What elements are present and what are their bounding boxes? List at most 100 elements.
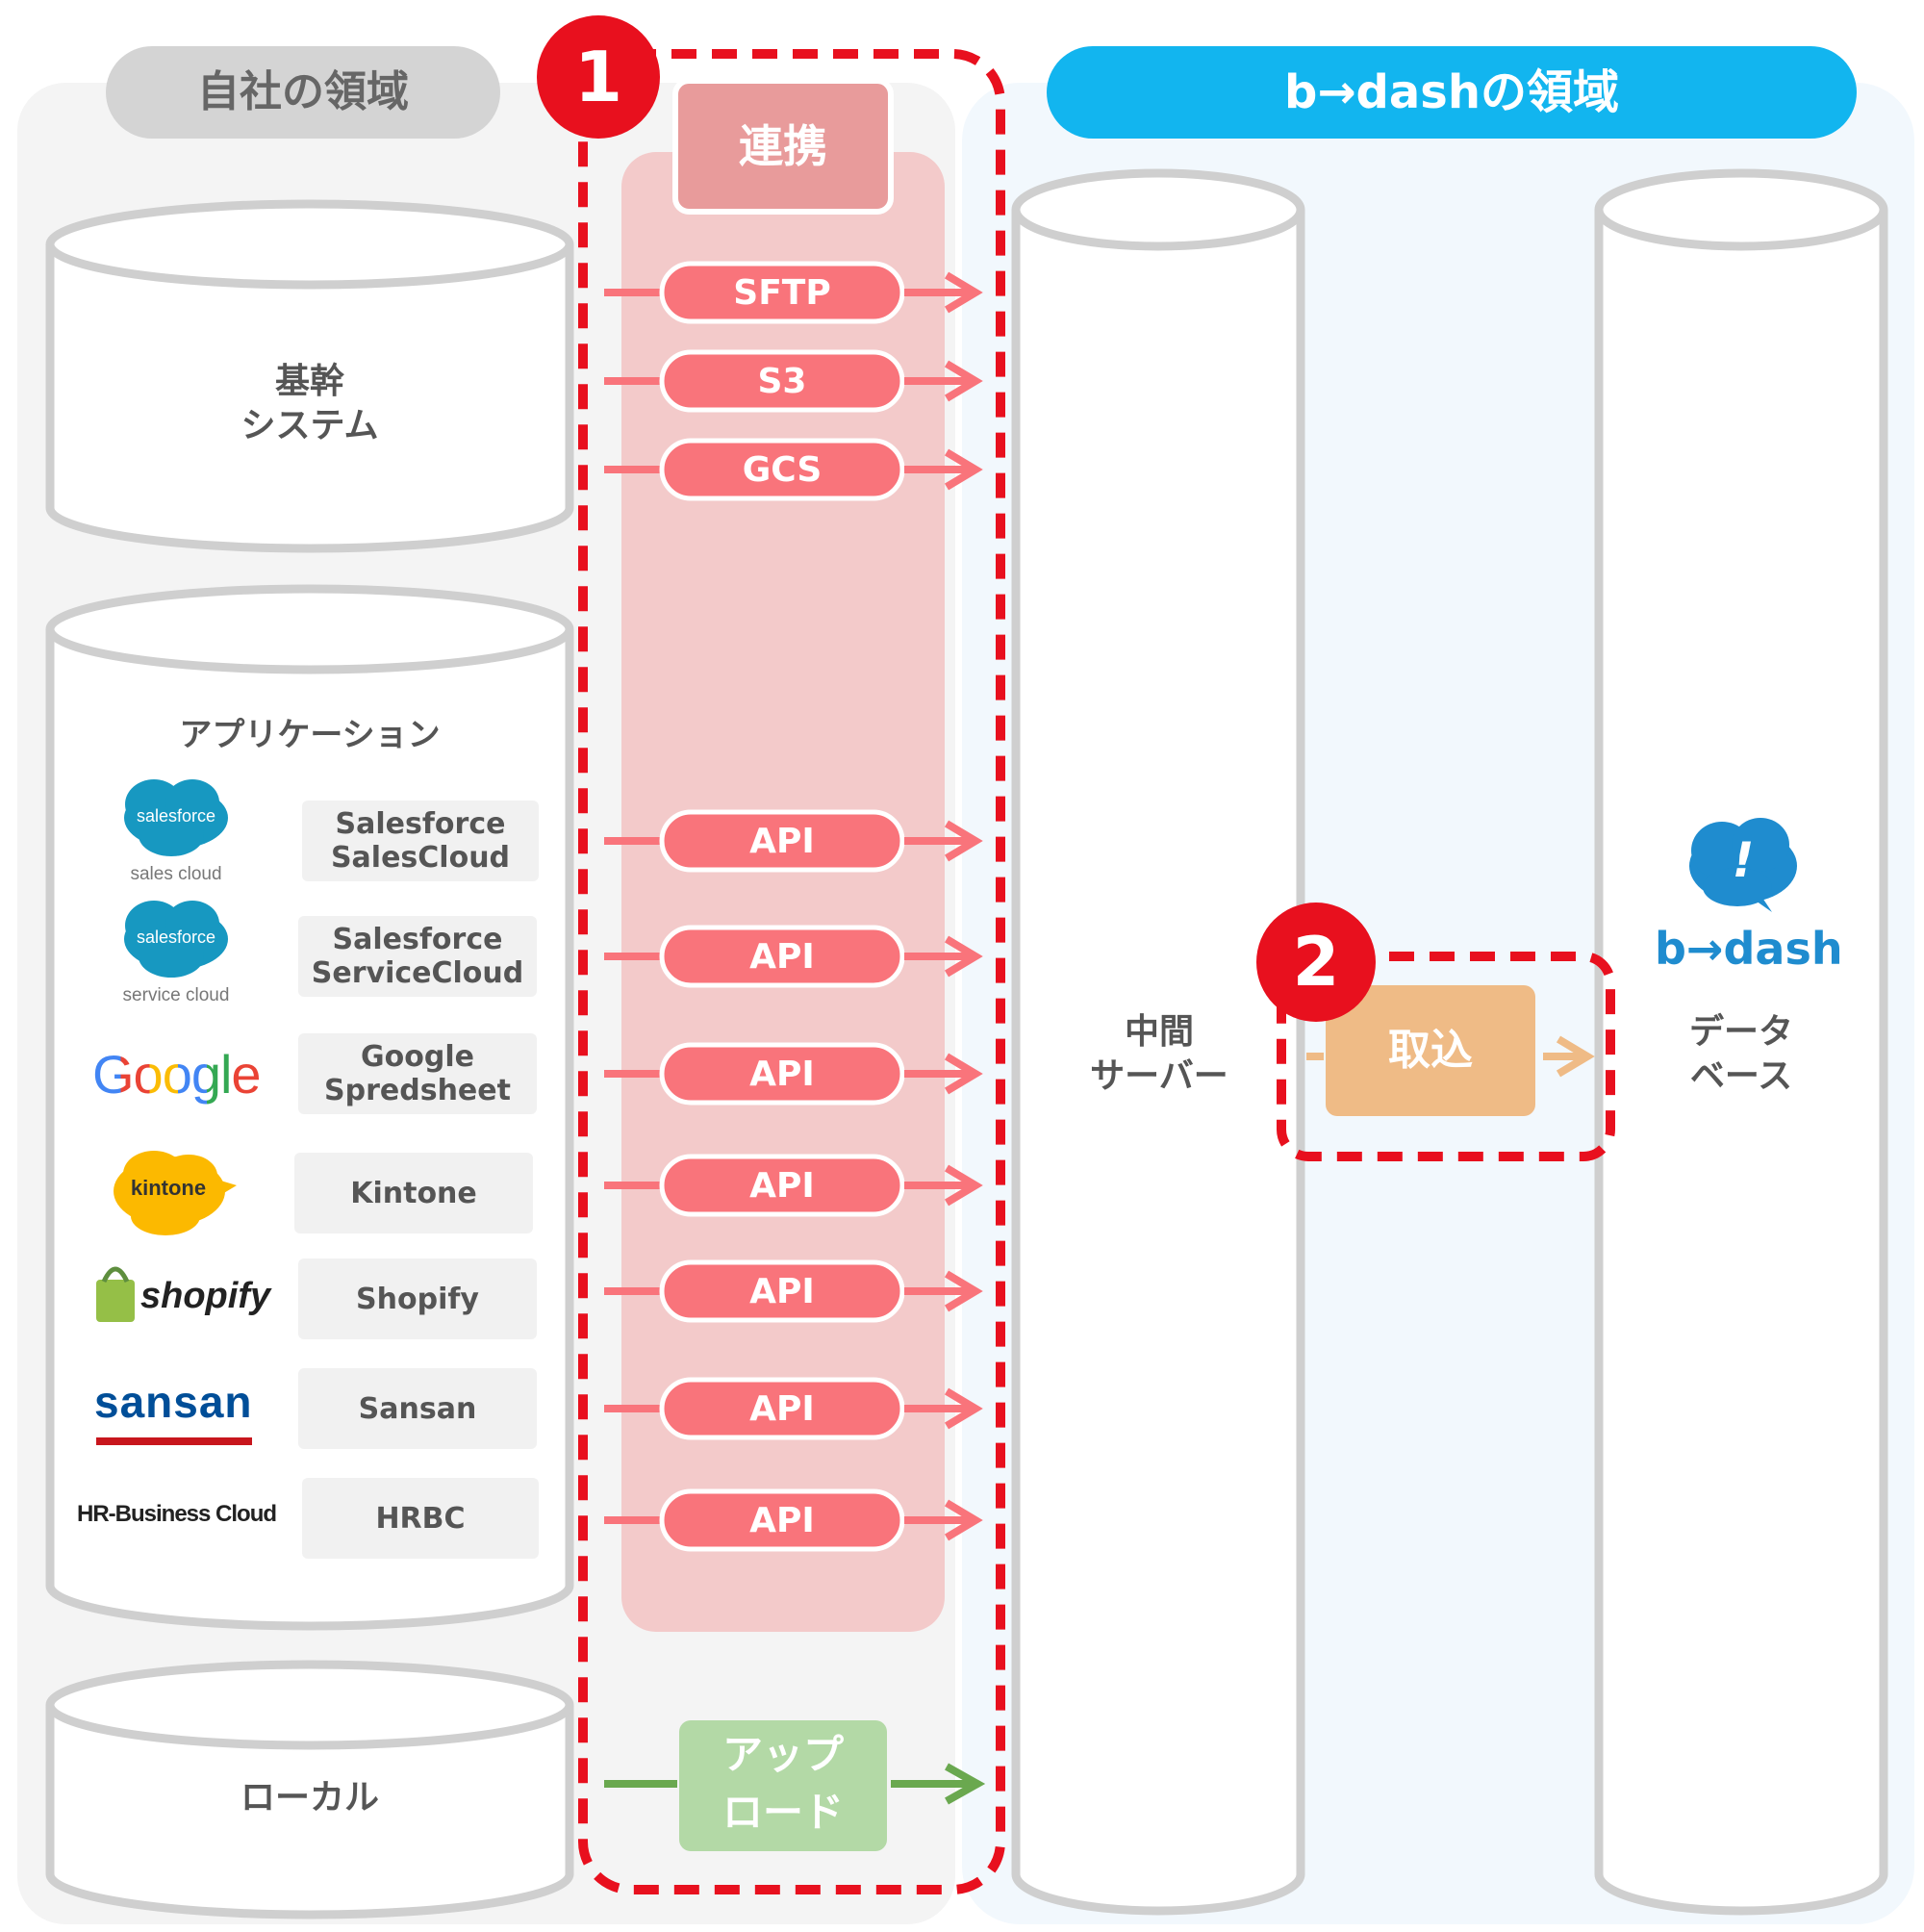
app-name-line: Sansan	[358, 1391, 477, 1426]
connector-pill-api-7	[659, 1259, 905, 1323]
local-label: ローカル	[240, 1778, 379, 1818]
connector-label-api: API	[749, 1054, 815, 1094]
own-region-pill	[106, 46, 500, 139]
google-logo-text: Google	[92, 1044, 262, 1105]
connector-pill-api-9	[659, 1488, 905, 1552]
app-shopify: Shopify	[298, 1258, 537, 1339]
connector-label-api: API	[749, 1271, 815, 1311]
database-cylinder	[1594, 168, 1888, 1916]
torikomi-label: 取込	[1388, 1026, 1473, 1075]
app-name-line: ServiceCloud	[311, 956, 524, 990]
dashed-frame-2	[1277, 952, 1615, 1161]
connector-pill-api-3	[659, 809, 905, 873]
app-name-line: Salesforce	[332, 923, 503, 956]
kikan-cylinder	[45, 199, 574, 553]
app-hrbc: HRBC	[302, 1478, 539, 1559]
middle-server-line-2: サーバー	[1090, 1056, 1228, 1096]
connector-arrowhead-gcs-2	[944, 448, 983, 491]
badge-1-circle	[537, 15, 660, 139]
shopify-bag-icon	[96, 1266, 135, 1322]
apps-title: アプリケーション	[179, 716, 441, 754]
upload-label: アップ ロード	[679, 1726, 887, 1842]
upload-box	[679, 1720, 887, 1851]
app-name-line: Shopify	[356, 1282, 479, 1316]
app-kintone: Kintone	[294, 1153, 533, 1233]
connector-arrowhead-api-3	[944, 820, 983, 862]
salesforce-service-logo-sub: service cloud	[122, 985, 230, 1005]
app-name-line: Google	[361, 1040, 474, 1074]
connector-arrowhead-api-7	[944, 1270, 983, 1312]
connector-label-gcs: GCS	[742, 449, 823, 490]
connector-pill-api-8	[659, 1377, 905, 1440]
database-line-1: データ	[1688, 1012, 1793, 1052]
connector-arrowhead-sftp-0	[944, 271, 983, 314]
connector-rows	[604, 261, 983, 1552]
connector-arrowhead-api-6	[944, 1164, 983, 1207]
app-name-line: HRBC	[375, 1501, 466, 1536]
kikan-line-1: 基幹	[274, 362, 344, 401]
kintone-logo-cloud	[114, 1151, 237, 1235]
middle-server-line-1: 中間	[1124, 1012, 1194, 1052]
salesforce-sales-logo-cloud	[124, 779, 228, 856]
connector-arrowhead-s3-1	[944, 360, 983, 402]
kikan-label: 基幹 システム	[50, 360, 570, 448]
connector-label-api: API	[749, 1500, 815, 1540]
local-cylinder	[45, 1660, 574, 1919]
kikan-line-2: システム	[240, 406, 379, 445]
middle-server-label: 中間 サーバー	[1058, 1010, 1260, 1099]
bdash-logo-cloud	[1689, 818, 1797, 912]
connector-label-api: API	[749, 1165, 815, 1206]
upload-arrowhead	[945, 1763, 986, 1805]
connector-pill-s3-1	[659, 349, 905, 413]
shopify-logo-text: shopify	[140, 1276, 271, 1316]
database-label: データ ベース	[1635, 1010, 1847, 1099]
sansan-logo-text: sansan	[94, 1377, 253, 1427]
app-name-line: SalesCloud	[330, 841, 511, 875]
salesforce-sales-logo-sub: sales cloud	[130, 864, 222, 884]
database-line-2: ベース	[1689, 1056, 1793, 1096]
kintone-logo-text: kintone	[130, 1176, 207, 1200]
connector-label-api: API	[749, 936, 815, 977]
badge-1-label: 1	[573, 37, 623, 117]
google-logo: Google	[92, 1043, 262, 1106]
hrbc-logo-text: HR-Business Cloud	[77, 1501, 277, 1527]
bdash-region-pill	[1047, 46, 1857, 139]
sansan-underline	[96, 1437, 252, 1445]
badge-2-label: 2	[1292, 923, 1340, 1002]
salesforce-service-logo-text: salesforce	[136, 928, 216, 947]
connector-pill-sftp-0	[659, 261, 905, 324]
torikomi-arrowhead	[1556, 1035, 1595, 1078]
connector-arrowhead-api-8	[944, 1387, 983, 1430]
app-name-line: Spredsheet	[324, 1074, 511, 1107]
connector-arrowhead-api-5	[944, 1053, 983, 1095]
connector-label-s3: S3	[757, 361, 807, 401]
connector-pill-api-6	[659, 1154, 905, 1217]
torikomi-box	[1326, 985, 1535, 1116]
app-sansan: Sansan	[298, 1368, 537, 1449]
upload-line-2: ロード	[722, 1789, 844, 1836]
renkei-label: 連携	[739, 120, 827, 172]
connector-pill-gcs-2	[659, 438, 905, 501]
app-name-line: Salesforce	[335, 807, 506, 841]
own-region-title: 自社の領域	[197, 67, 409, 116]
connector-label-api: API	[749, 821, 815, 861]
salesforce-logo-text: salesforce	[136, 806, 216, 826]
dashed-frame-1	[578, 49, 1005, 1894]
connector-arrowhead-api-9	[944, 1499, 983, 1541]
bdash-logo-mark: !	[1732, 832, 1755, 888]
middle-server-cylinder	[1011, 168, 1305, 1916]
badge-2-circle	[1256, 902, 1376, 1022]
salesforce-service-logo-cloud	[124, 901, 228, 978]
renkei-box	[672, 78, 894, 215]
upload-line-1: アップ	[722, 1731, 844, 1778]
connector-arrowhead-api-4	[944, 935, 983, 978]
connector-pill-api-4	[659, 925, 905, 988]
app-name-line: Kintone	[350, 1176, 477, 1210]
connector-label-api: API	[749, 1388, 815, 1429]
connector-label-sftp: SFTP	[733, 272, 831, 313]
connector-pill-api-5	[659, 1042, 905, 1106]
